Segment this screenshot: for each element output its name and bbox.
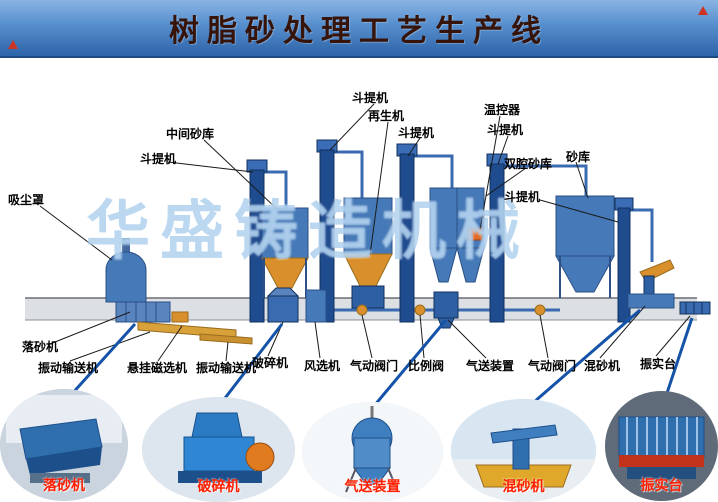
label-air-separator: 风选机: [304, 359, 341, 373]
regenerator-shape: [351, 285, 385, 309]
inset-caption-sand-mixer: 混砂机: [502, 478, 545, 494]
bucket-elevator-shape-5: [614, 197, 634, 323]
vibrating-conveyor-shape-2: [199, 333, 253, 345]
label-proportional-valve: 比例阀: [408, 359, 445, 373]
label-compaction-table: 振实台: [640, 357, 677, 371]
sand-silo-shape: [555, 195, 615, 298]
label-magnetic-separator: 悬挂磁选机: [127, 361, 188, 375]
label-pneumatic-valve-2: 气动阀门: [528, 359, 577, 373]
label-pneumatic-valve-1: 气动阀门: [350, 359, 399, 373]
label-callout-lines: [39, 103, 691, 362]
inset-caption-crusher: 破碎机: [197, 478, 240, 494]
sand-mixer-shape: [627, 259, 675, 309]
inset-shakeout-photo: 落砂机: [0, 389, 128, 501]
bucket-elevator-shape-2: [316, 139, 338, 323]
label-bucket-elevator-4: 斗提机: [487, 123, 524, 137]
inset-crusher-photo: 破碎机: [142, 397, 295, 502]
inset-sand-mixer-photo: 混砂机: [451, 399, 596, 502]
dust-hood-shape: [105, 238, 147, 303]
inset-connector-lines: [68, 308, 694, 407]
inset-compaction-table-photo: 振实台: [605, 391, 718, 501]
label-double-chamber-silo: 双腔砂库: [504, 157, 553, 171]
label-crusher: 破碎机: [252, 356, 289, 370]
label-sand-mixer: 混砂机: [584, 359, 621, 373]
label-sand-silo: 砂库: [566, 150, 591, 164]
bucket-elevator-shape-3: [396, 143, 418, 323]
crusher-shape: [266, 287, 300, 323]
label-vibrating-conveyor-2: 振动输送机: [196, 361, 257, 375]
magnetic-separator-shape: [171, 311, 189, 323]
label-bucket-elevator-3: 斗提机: [398, 126, 435, 140]
label-bucket-elevator-1: 斗提机: [140, 152, 177, 166]
corner-marker-icon: [8, 40, 18, 49]
valve-shapes: [356, 304, 546, 316]
title-banner: 树脂砂处理工艺生产线: [0, 0, 718, 58]
temperature-controller-shape: [467, 227, 483, 241]
page-title: 树脂砂处理工艺生产线: [169, 15, 549, 48]
intermediate-sand-silo-shape: [261, 207, 309, 298]
pneumatic-conveyor-photo-art: [302, 402, 443, 502]
label-shakeout-machine: 落砂机: [22, 340, 59, 354]
center-silo-shape: [343, 197, 393, 287]
bucket-elevator-shape-4: [486, 153, 508, 323]
inset-caption-pneumatic-conveyor: 气送装置: [344, 478, 401, 494]
shakeout-photo-art: [0, 389, 128, 501]
inset-caption-compaction-table: 振实台: [640, 477, 683, 493]
air-separator-shape: [305, 289, 327, 323]
inset-caption-shakeout: 落砂机: [43, 477, 85, 493]
label-bucket-elevator-5: 斗提机: [504, 190, 541, 204]
compaction-table-shape: [679, 301, 711, 315]
crusher-photo-art: [142, 397, 295, 502]
label-dust-hood: 吸尘罩: [8, 193, 45, 207]
pneumatic-conveyor-shape: [433, 291, 459, 329]
label-pneumatic-conveyor: 气送装置: [466, 359, 515, 373]
compaction-table-photo-art: [605, 391, 718, 501]
label-bucket-elevator-2: 斗提机: [352, 91, 389, 105]
bucket-elevator-shape-1: [246, 159, 268, 323]
label-vibrating-conveyor-1: 振动输送机: [38, 361, 99, 375]
corner-marker-icon: [698, 6, 708, 15]
label-temperature-controller: 温控器: [484, 103, 521, 117]
shakeout-machine-shape: [115, 301, 171, 323]
inset-pneumatic-conveyor-photo: 气送装置: [302, 402, 443, 502]
label-regenerator: 再生机: [368, 109, 405, 123]
label-intermediate-sand-silo: 中间砂库: [166, 127, 215, 141]
